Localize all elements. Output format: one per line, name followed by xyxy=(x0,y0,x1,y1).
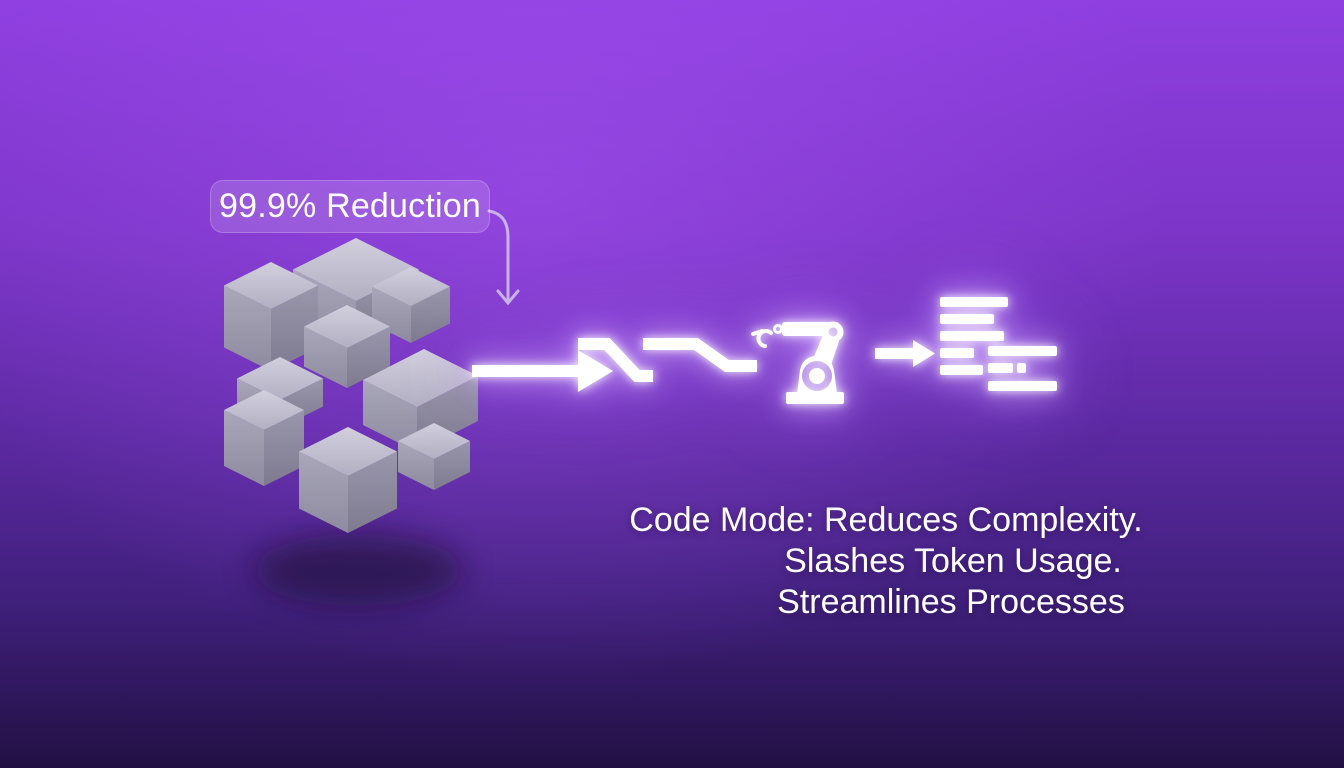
cube-face xyxy=(271,285,318,371)
cube-face xyxy=(411,286,450,343)
cube-face xyxy=(417,376,478,452)
cube-face xyxy=(347,326,390,388)
headline-line-3: Streamlines Processes xyxy=(777,583,1125,621)
cube-face xyxy=(264,410,304,486)
cube-face xyxy=(398,423,470,459)
cube-face xyxy=(280,378,323,428)
robot-arm-icon xyxy=(751,321,844,404)
cube-face xyxy=(304,305,390,348)
cube-face xyxy=(224,285,271,371)
arrow-right-icon xyxy=(472,350,613,392)
cube-face xyxy=(224,390,304,430)
cube-face xyxy=(356,269,419,351)
cube-face xyxy=(237,357,323,400)
cube-face xyxy=(372,267,450,306)
cube-face xyxy=(299,451,348,533)
cube-face xyxy=(224,262,318,309)
cube-face xyxy=(293,269,356,351)
cube-face xyxy=(434,441,470,490)
cube-face xyxy=(304,326,347,388)
reduction-badge: 99.9% Reduction xyxy=(210,180,490,233)
cube-face xyxy=(398,441,434,490)
headline-line-2: Slashes Token Usage. xyxy=(784,542,1122,580)
cube-face xyxy=(348,451,397,533)
cube-face xyxy=(363,380,417,452)
reduction-badge-label: 99.9% Reduction xyxy=(219,187,481,225)
cube-face xyxy=(363,349,478,407)
cube-face xyxy=(299,427,397,476)
step-signal-icon xyxy=(578,338,757,382)
cube-shadow xyxy=(253,534,463,606)
code-lines-icon xyxy=(940,297,1057,391)
cube-face xyxy=(372,286,411,343)
headline-line-1: Code Mode: Reduces Complexity. xyxy=(629,501,1143,539)
cube-face xyxy=(224,410,264,486)
arrow-right-icon xyxy=(875,340,935,367)
cube-face xyxy=(237,378,280,428)
cube-face xyxy=(293,238,419,301)
